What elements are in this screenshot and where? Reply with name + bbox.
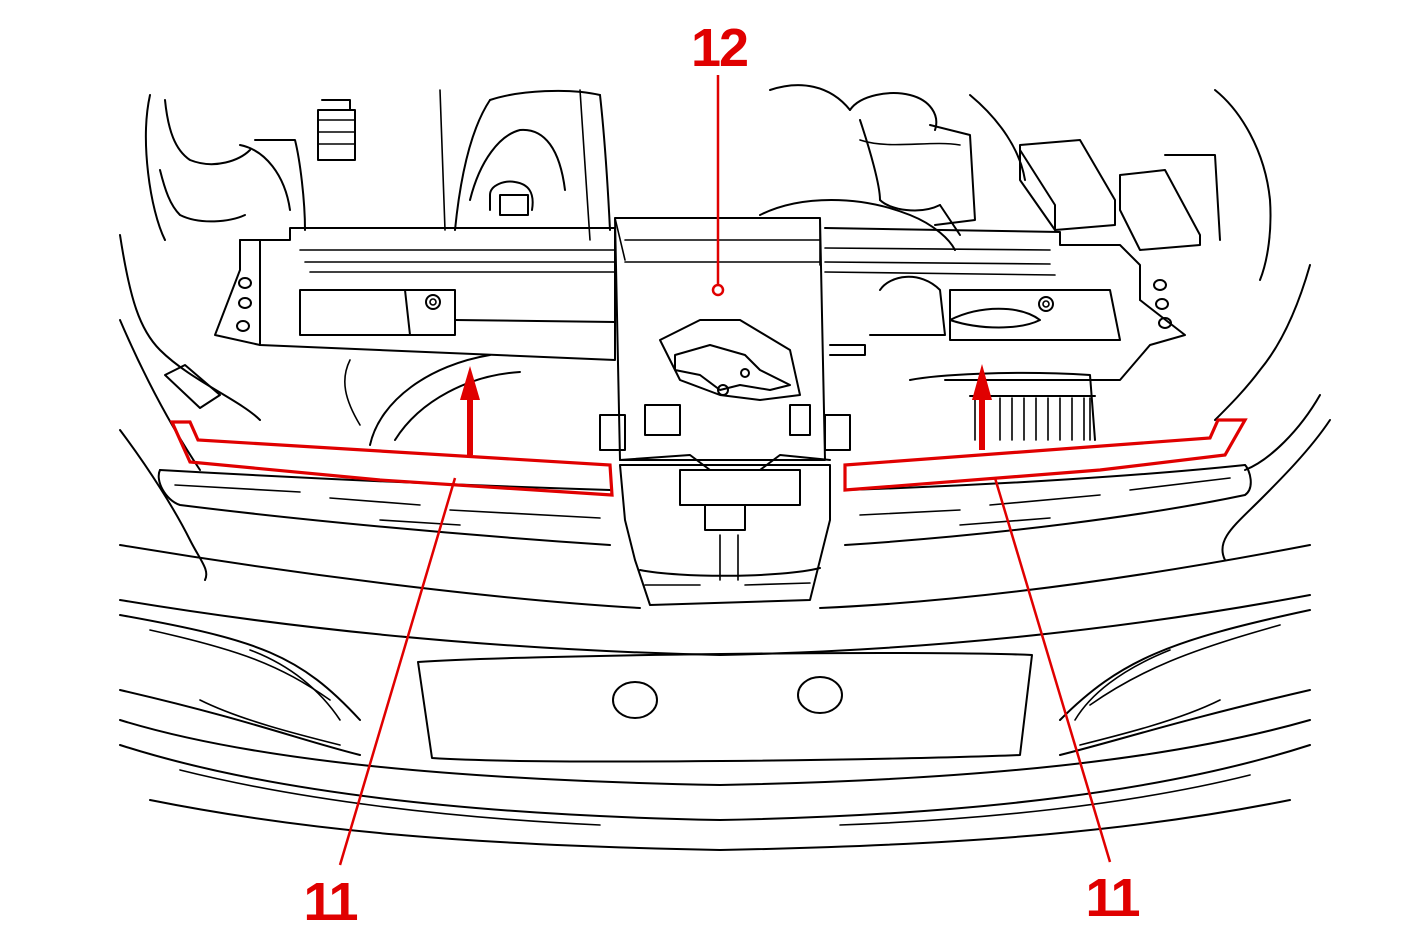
hood-latch <box>599 217 851 606</box>
left-up-arrow <box>460 366 480 455</box>
callout-11-left: 11 <box>303 872 357 932</box>
highlighted-seals <box>169 364 1248 497</box>
left-seal-outline <box>169 420 614 497</box>
leader-11-right <box>993 477 1112 863</box>
callout-leaders <box>338 75 1112 866</box>
callout-11-right: 11 <box>1085 868 1139 928</box>
leader-11-left <box>338 477 457 866</box>
callout-12: 12 <box>691 18 747 78</box>
radiator-support <box>164 227 1186 409</box>
right-up-arrow <box>972 364 992 450</box>
front-bumper <box>119 234 1331 851</box>
right-seal-outline <box>843 418 1248 492</box>
